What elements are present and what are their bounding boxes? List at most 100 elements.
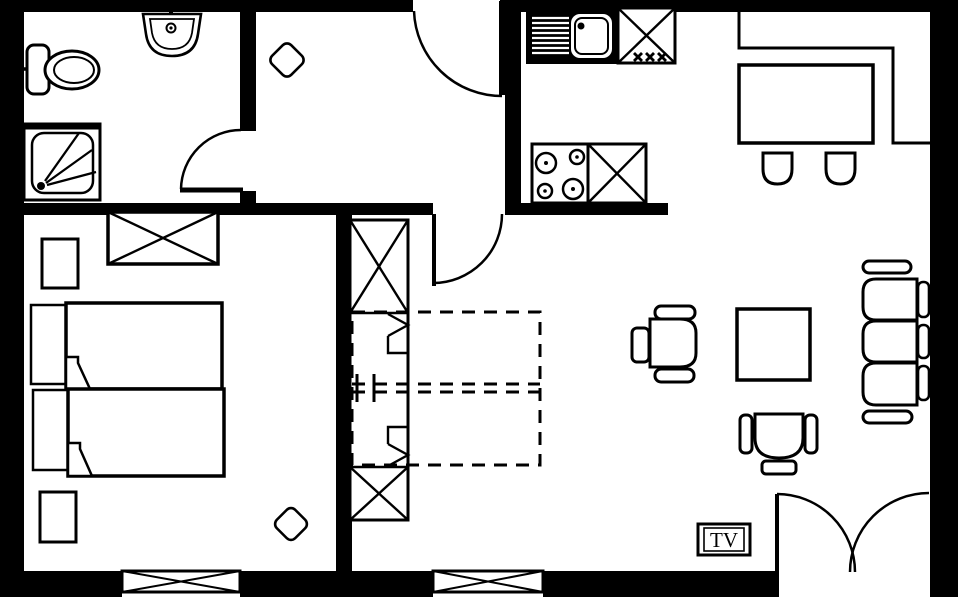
fold-out-bed-unit [348,218,542,522]
burner [561,177,585,201]
sink-tap [577,22,585,30]
burner-dot [571,187,575,191]
bed-mattress [66,387,226,478]
basin-inner [148,18,196,50]
shower-spray-line [44,132,80,182]
burner-dot [575,155,579,159]
wall-bottom-2 [240,571,433,597]
armchair-armrest [653,304,697,321]
armchair-seat [753,412,805,460]
burner-dot [543,189,547,193]
sofa-cushion [861,361,919,407]
kitchen [526,6,677,205]
sofa-armrest [861,409,914,425]
toilet-bowl [43,49,101,91]
burner [534,151,558,175]
shower-spray-line [46,170,97,187]
counter-outline [737,12,930,145]
armchair-armrest [803,413,819,455]
bed-mattress [64,301,224,391]
window-bedroom [120,569,242,594]
armchair-icon-facing-up [738,412,819,476]
chair-icon [824,151,857,186]
bathroom [22,4,203,202]
shower-spray-line [45,149,93,184]
tv-cabinet-icon: TV [696,522,752,557]
wall-bottom-3 [543,571,776,597]
armchair-armrest [738,413,754,455]
closet-column [348,218,410,522]
wall-bathroom-right [240,0,256,131]
living-room: TV [630,259,931,557]
coffee-table-icon [735,307,812,382]
stove-body [530,142,590,205]
chair-icon [761,151,794,186]
kitchen-sink-icon [526,8,617,64]
x-line [348,219,410,314]
toilet-rim [53,56,95,84]
fold-mechanism-top [386,312,411,355]
basin-body [141,12,203,58]
sofa-cushion [861,319,919,364]
wardrobe-x-icon [106,210,220,266]
wall-right [930,0,958,597]
tv-box-inner [703,527,745,552]
basin-tap-dot [169,26,173,30]
middle-room-door [432,213,504,286]
sofa-cushion [861,277,919,322]
sofa-back-pad [916,323,931,360]
ceiling-lamp-icon [273,506,309,542]
ceiling-lamp-icon [269,42,305,78]
burner [568,148,586,166]
wall-left [0,0,24,597]
cabinet-x-icon-2 [586,142,648,205]
armchair-back [760,459,798,476]
tv-box-outer [696,522,752,557]
burner [536,182,554,200]
bed-headboard [29,303,69,386]
bathroom-door [179,128,243,193]
balcony-double-door [775,491,930,597]
door-swing-arc [432,213,504,285]
blanket-fold [64,355,92,391]
nightstand-icon [40,237,80,290]
sofa-back-pad [916,364,931,402]
tv-label: TV [710,528,738,552]
wall-bedroom-middle [336,203,352,571]
hallway [269,42,305,78]
x-line [587,143,647,204]
armchair-icon-facing-right [630,304,698,384]
armchair-armrest [653,367,696,384]
bed-headboard [31,388,72,472]
x-line [107,210,219,266]
door-swing-arc-left [776,492,857,573]
fold-out-bed-dashed-outline [350,310,542,467]
cabinet-x-icon [616,6,677,65]
armchair-seat [648,317,698,369]
door-swing-arc [412,10,503,98]
nightstand-icon [38,490,78,544]
stove-4-burner-icon [530,142,590,205]
shower-basin [30,131,95,195]
single-bed-icon-1 [29,301,224,391]
hatch-marks [633,52,667,62]
entry-door [412,1,505,98]
blanket-fold [66,441,94,478]
door-swing-arc-right [848,491,930,573]
toilet-icon [24,43,101,96]
door-swing-arc [179,128,242,190]
sofa-armrest [861,259,913,275]
burner-dot [544,161,548,165]
single-bed-icon-2 [31,387,226,478]
bedroom [29,210,309,544]
wall-kitchen-bottom [505,203,668,215]
shower-drain [37,182,45,190]
window-middle-room [431,569,545,594]
armchair-back [630,326,651,364]
sofa-back-pad [916,280,931,319]
window-x-line [432,570,544,593]
shower-icon [22,122,102,202]
dining-table-icon [737,63,875,145]
